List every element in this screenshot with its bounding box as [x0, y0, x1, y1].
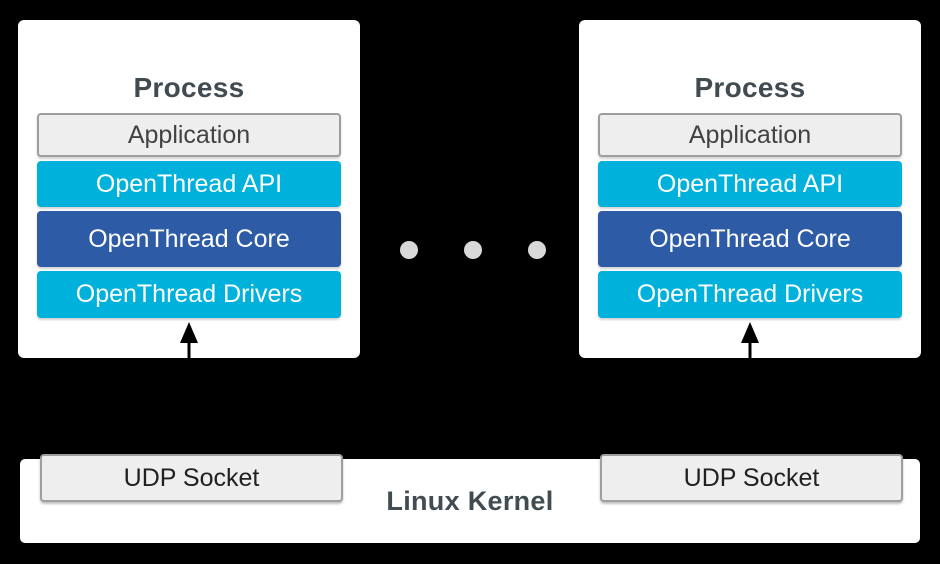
layer-application: Application: [37, 113, 341, 157]
udp-socket-label: UDP Socket: [683, 463, 820, 492]
layer-label: Application: [688, 120, 812, 149]
layer-openthread-drivers: OpenThread Drivers: [598, 271, 902, 318]
layer-openthread-core: OpenThread Core: [37, 211, 341, 267]
layer-label: OpenThread Core: [88, 224, 290, 253]
ellipsis-dots: [400, 241, 546, 259]
linux-kernel-label: Linux Kernel: [386, 485, 554, 516]
process-title: Process: [694, 72, 806, 103]
process-title: Process: [133, 72, 245, 103]
udp-socket-label: UDP Socket: [123, 463, 260, 492]
layer-openthread-api: OpenThread API: [37, 161, 341, 207]
ellipsis-dot-icon: [464, 241, 482, 259]
layer-label: OpenThread Drivers: [75, 280, 303, 308]
layer-openthread-core: OpenThread Core: [598, 211, 902, 267]
process-card-right: Process Application OpenThread API OpenT…: [579, 20, 921, 358]
up-arrow-icon: [741, 322, 759, 343]
up-arrow-stem: [748, 340, 752, 358]
layer-label: OpenThread Core: [649, 224, 851, 253]
layer-stack: Application OpenThread API OpenThread Co…: [598, 113, 902, 322]
layer-openthread-drivers: OpenThread Drivers: [37, 271, 341, 318]
layer-label: OpenThread API: [656, 169, 844, 198]
udp-socket-right: UDP Socket: [600, 454, 903, 502]
layer-label: Application: [127, 120, 251, 149]
up-arrow-stem: [187, 340, 191, 358]
ellipsis-dot-icon: [400, 241, 418, 259]
layer-label: OpenThread Drivers: [636, 280, 864, 308]
udp-socket-left: UDP Socket: [40, 454, 343, 502]
layer-application: Application: [598, 113, 902, 157]
layer-label: OpenThread API: [95, 169, 283, 198]
layer-stack: Application OpenThread API OpenThread Co…: [37, 113, 341, 322]
process-card-left: Process Application OpenThread API OpenT…: [18, 20, 360, 358]
up-arrow-icon: [180, 322, 198, 343]
ellipsis-dot-icon: [528, 241, 546, 259]
layer-openthread-api: OpenThread API: [598, 161, 902, 207]
